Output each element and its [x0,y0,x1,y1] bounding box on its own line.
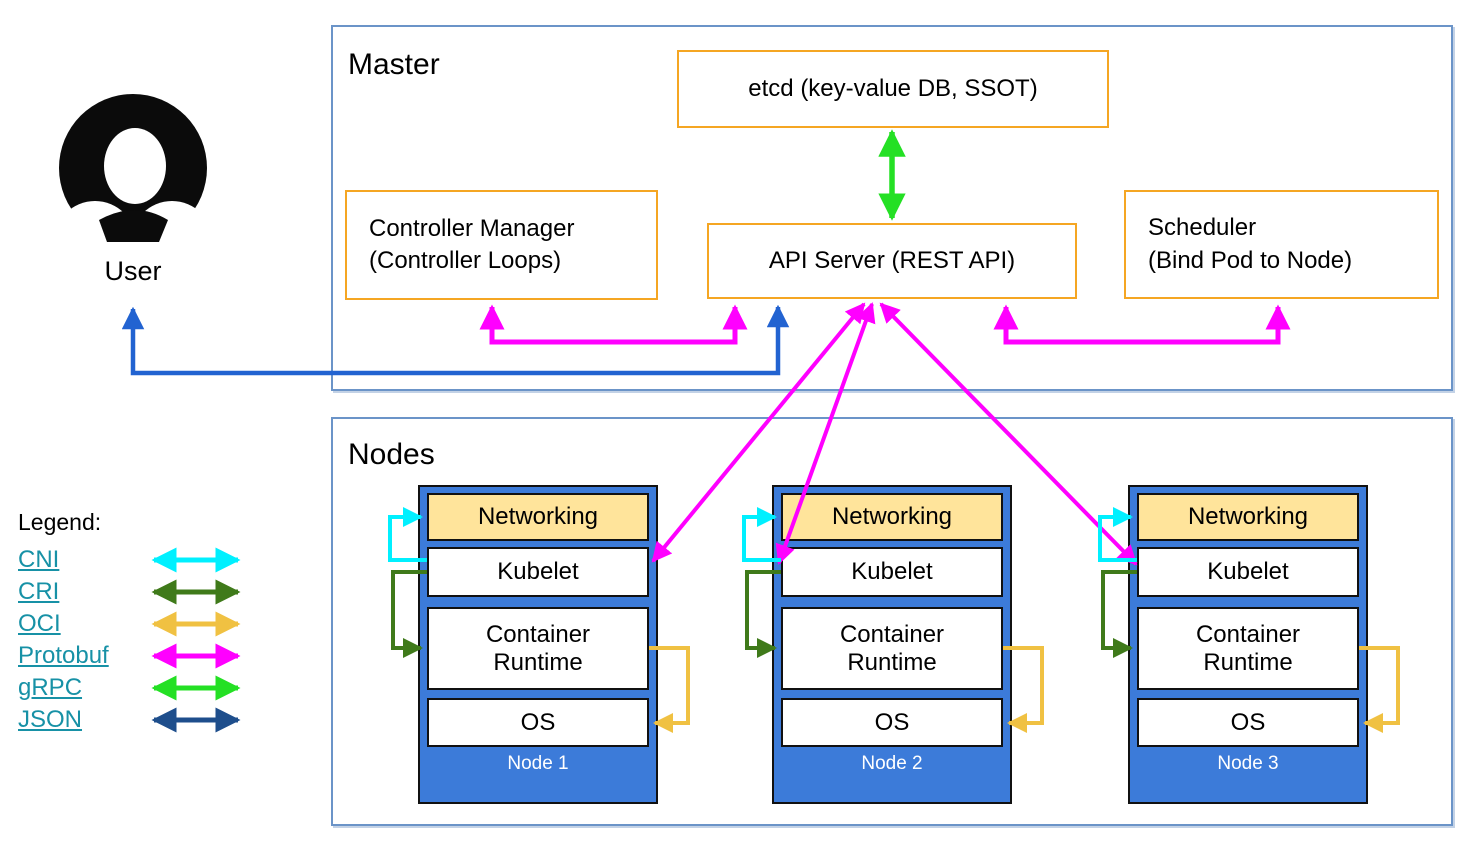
grpc-legend-arrow-icon [151,675,241,701]
api-server-label: API Server (REST API) [768,247,1016,274]
networking-box: Networking [427,493,649,541]
legend-row-cri: CRI [18,576,252,608]
legend-link-grpc[interactable]: gRPC [18,674,83,701]
kubelet-label: Kubelet [851,558,933,585]
cni-legend-arrow-icon [151,547,241,573]
node-name-label: Node 3 [1217,753,1279,774]
controller-manager-box: Controller Manager (Controller Loops) [345,190,658,300]
legend-title: Legend: [18,509,102,535]
node-card-2: Networking Kubelet Container Runtime OS … [772,485,1012,804]
cri-legend-arrow-icon [151,579,241,605]
legend-link-json[interactable]: JSON [18,706,83,733]
legend-row-grpc: gRPC [18,672,252,704]
legend-row-cni: CNI [18,544,252,576]
legend-link-oci[interactable]: OCI [18,610,61,637]
scheduler-label-line1: Scheduler [1148,214,1257,242]
networking-label: Networking [477,503,599,530]
node-card-1: Networking Kubelet Container Runtime OS … [418,485,658,804]
legend-row-oci: OCI [18,608,252,640]
legend: Legend: CNI CRI OCI Protobuf gRPC JSON [18,509,252,736]
os-box: OS [427,698,649,747]
networking-label: Networking [831,503,953,530]
os-label: OS [874,708,910,736]
container-runtime-label: Container Runtime [1195,620,1301,676]
legend-row-json: JSON [18,704,252,736]
user-label: User [104,256,162,286]
master-title: Master [348,48,440,81]
node-card-3: Networking Kubelet Container Runtime OS … [1128,485,1368,804]
os-box: OS [781,698,1003,747]
legend-link-cri[interactable]: CRI [18,578,60,605]
oci-legend-arrow-icon [151,611,241,637]
container-runtime-box: Container Runtime [781,607,1003,690]
networking-box: Networking [781,493,1003,541]
etcd-box: etcd (key-value DB, SSOT) [677,50,1109,128]
kubelet-box: Kubelet [1137,547,1359,597]
legend-link-cni[interactable]: CNI [18,546,60,573]
controller-manager-label-line1: Controller Manager [369,214,575,242]
legend-row-protobuf: Protobuf [18,640,252,672]
networking-label: Networking [1187,503,1309,530]
json-legend-arrow-icon [151,707,241,733]
os-box: OS [1137,698,1359,747]
container-runtime-box: Container Runtime [1137,607,1359,690]
os-label: OS [1230,708,1266,736]
networking-box: Networking [1137,493,1359,541]
protobuf-legend-arrow-icon [151,643,241,669]
controller-manager-label-line2: (Controller Loops) [369,247,562,274]
kubelet-box: Kubelet [427,547,649,597]
container-runtime-label: Container Runtime [839,620,945,676]
nodes-title: Nodes [348,438,435,471]
container-runtime-label: Container Runtime [485,620,591,676]
etcd-label: etcd (key-value DB, SSOT) [748,75,1038,102]
container-runtime-box: Container Runtime [427,607,649,690]
scheduler-label-line2: (Bind Pod to Node) [1148,246,1353,274]
api-server-box: API Server (REST API) [707,223,1077,299]
node-name-label: Node 1 [507,753,569,774]
kubelet-label: Kubelet [497,558,579,585]
kubelet-label: Kubelet [1207,558,1289,585]
kubelet-box: Kubelet [781,547,1003,597]
node-name-label: Node 2 [861,753,923,774]
user-avatar-icon [55,94,211,248]
legend-link-protobuf[interactable]: Protobuf [18,642,109,669]
scheduler-box: Scheduler (Bind Pod to Node) [1124,190,1439,299]
os-label: OS [520,708,556,736]
